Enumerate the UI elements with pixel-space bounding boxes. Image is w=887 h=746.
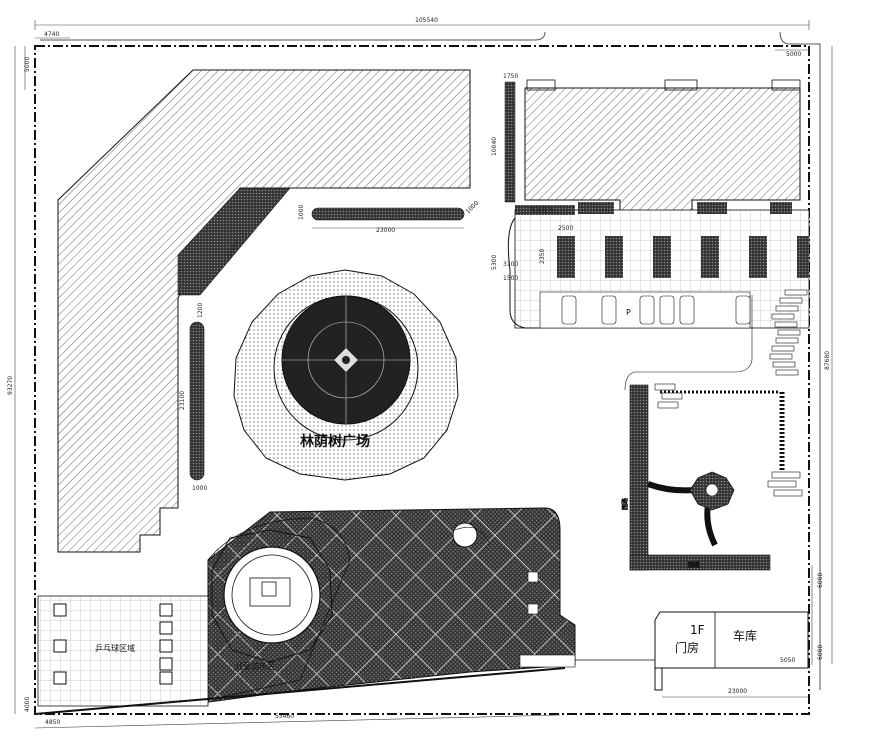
- dim-hedge-left: 23100: [179, 391, 186, 410]
- bottom-edge-diagonal: [34, 667, 566, 715]
- building-left-L: [57, 69, 471, 553]
- floor-label: 1F: [690, 623, 705, 637]
- hedge-diagonal: [177, 187, 291, 296]
- garden-path-right: 园路 园路: [621, 289, 808, 571]
- dimension-left: 5000 93270 4000: [7, 46, 31, 714]
- hedge-building-side: [504, 81, 516, 203]
- dim-top-left: 4740: [44, 31, 59, 38]
- dim-park-3: 2350: [539, 249, 546, 264]
- dimension-top: 105540 4740 5000: [34, 17, 810, 58]
- dim-bottom-corner: 4850: [45, 719, 60, 726]
- dim-top-right: 5000: [786, 51, 801, 58]
- building-top-right: [524, 87, 801, 223]
- fitness-area: 乒乓球区域: [37, 595, 209, 707]
- plaza-caption: 林荫树广场: [300, 433, 370, 450]
- dim-park-5: 1500: [503, 275, 518, 282]
- dim-hedge-top-r: 1000: [464, 200, 480, 216]
- path-label-left: 园路: [621, 498, 629, 510]
- dim-bottom-left: 4000: [24, 697, 31, 712]
- dim-hedge-left-top: 1200: [197, 303, 204, 318]
- gatehouse-label: 门房: [675, 640, 699, 655]
- dim-park-1: 2500: [558, 225, 573, 232]
- garage-label: 车库: [733, 628, 757, 643]
- road-edge-top: [40, 31, 821, 690]
- dim-right-total: 87680: [824, 351, 831, 370]
- dim-right-low-1: 6000: [817, 573, 824, 588]
- dim-garage-side: 5050: [780, 657, 795, 664]
- dim-left-top: 5000: [24, 57, 31, 72]
- gatehouse-garage: 1F 门房 车库 5050: [654, 611, 809, 691]
- dim-left-total: 93270: [7, 376, 14, 395]
- water-feature-label: 跌落叠水: [530, 206, 554, 214]
- dim-right-low-2: 6000: [817, 645, 824, 660]
- dim-hedge-top-h: 1000: [298, 205, 305, 220]
- dim-round: 11500: [338, 372, 357, 379]
- dim-hedge-top: 23000: [376, 227, 395, 234]
- kids-play-area: 儿童游乐区: [207, 507, 576, 703]
- parking-p: P: [626, 308, 631, 317]
- dim-top-total: 105540: [415, 17, 438, 24]
- dim-park-4: 3100: [503, 261, 518, 268]
- dim-bottom-garage: 23000: [728, 688, 747, 695]
- fitness-area-label: 乒乓球区域: [95, 643, 135, 653]
- kids-area-label: 儿童游乐区: [235, 661, 275, 671]
- dim-hedge-left-bot: 1000: [192, 485, 207, 492]
- round-plaza: 林荫树广场 11500: [233, 269, 459, 481]
- path-label-bottom: 园路: [688, 561, 700, 569]
- pavilion: [646, 471, 735, 547]
- dimension-right: 87680 6000 6000: [811, 46, 833, 665]
- hedge-top: [311, 207, 465, 221]
- dim-bottom-main: 55460: [275, 713, 294, 720]
- hedge-left: [189, 321, 205, 481]
- dim-park-2: 5300: [491, 255, 498, 270]
- dimension-bottom: 55460 4850 23000: [34, 688, 808, 729]
- dim-bldg-side: 10040: [491, 137, 498, 156]
- parking-area: 跌落叠水 P 2500 5300 2350 3100 1500: [491, 202, 810, 329]
- dim-bldg-top: 1750: [503, 73, 518, 80]
- site-boundary: [34, 45, 810, 715]
